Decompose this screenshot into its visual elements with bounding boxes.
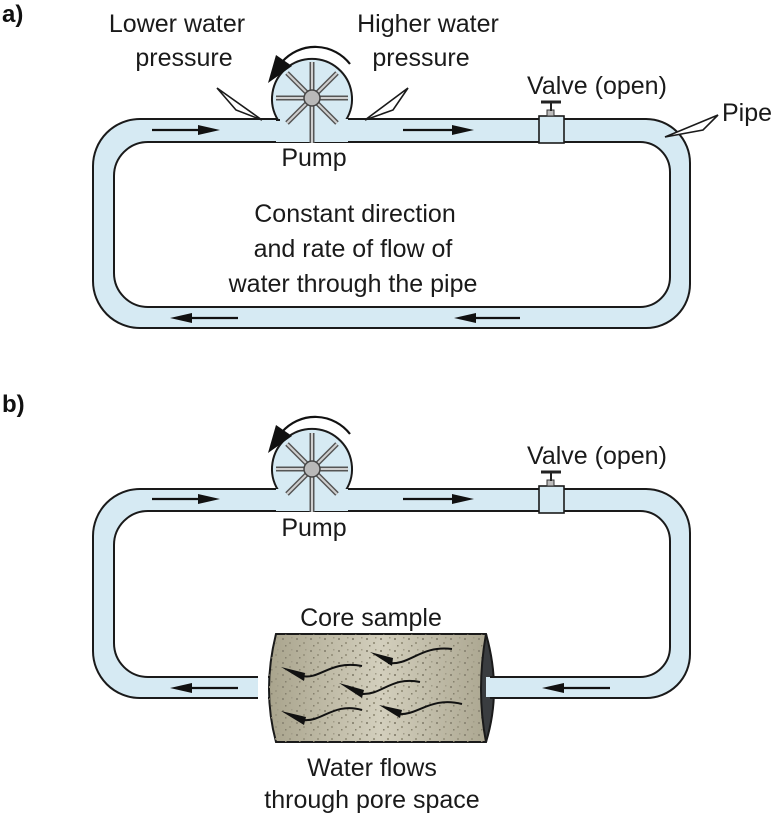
- pump-a: [268, 45, 353, 143]
- caption-b-line2: through pore space: [264, 786, 479, 814]
- rotation-arrow-icon: [268, 415, 351, 453]
- rotation-arrow-icon: [268, 45, 351, 83]
- flow-arrow-top-left-a: [152, 125, 220, 135]
- pump-b: [268, 415, 353, 512]
- pore-flow-arrow: [339, 679, 421, 698]
- caption-b-line1: Water flows: [307, 754, 437, 782]
- flow-arrow-top-left-b: [152, 494, 220, 504]
- pipe-inner-b: [113, 510, 671, 678]
- impeller-icon: [276, 433, 348, 512]
- lower-pressure-label-line1: Lower water: [109, 10, 245, 38]
- lower-pressure-label-line2: pressure: [135, 44, 232, 72]
- caption-a-line3: water through the pipe: [228, 270, 478, 298]
- gate-valve-icon: [538, 100, 565, 144]
- pore-flow-arrows: [281, 647, 463, 725]
- impeller-icon: [276, 62, 348, 143]
- panel-b-label: b): [2, 391, 25, 418]
- pipe-label: Pipe: [722, 99, 772, 127]
- pore-flow-arrow: [379, 701, 463, 718]
- pump-label-b: Pump: [281, 514, 346, 542]
- core-sample-label: Core sample: [300, 604, 442, 632]
- panel-a: a): [2, 1, 772, 329]
- flow-arrow-bottom-left-b: [170, 683, 238, 693]
- pipe-inner-a: [113, 141, 671, 308]
- caption-a-line1: Constant direction: [254, 200, 456, 228]
- pore-flow-arrow: [281, 663, 363, 681]
- panel-b: b): [2, 391, 691, 814]
- callout-higher-pressure: [364, 87, 409, 121]
- pump-label-a: Pump: [281, 144, 346, 172]
- gate-valve-icon: [538, 470, 565, 514]
- flow-arrow-bottom-right-a: [454, 313, 520, 323]
- higher-pressure-label-line2: pressure: [372, 44, 469, 72]
- pore-flow-arrow: [370, 647, 453, 666]
- panel-a-label: a): [2, 1, 23, 28]
- caption-a-line2: and rate of flow of: [254, 235, 453, 263]
- flow-arrow-bottom-left-a: [170, 313, 238, 323]
- pore-flow-arrow: [281, 707, 363, 725]
- callout-pipe: [664, 114, 719, 138]
- valve-label-b: Valve (open): [527, 442, 667, 470]
- flow-arrow-bottom-right-b: [542, 683, 610, 693]
- core-sample: [258, 633, 542, 743]
- higher-pressure-label-line1: Higher water: [357, 10, 499, 38]
- callout-lower-pressure: [216, 87, 263, 121]
- flow-arrow-top-right-a: [403, 125, 474, 135]
- flow-arrow-top-right-b: [403, 494, 474, 504]
- valve-label-a: Valve (open): [527, 72, 667, 100]
